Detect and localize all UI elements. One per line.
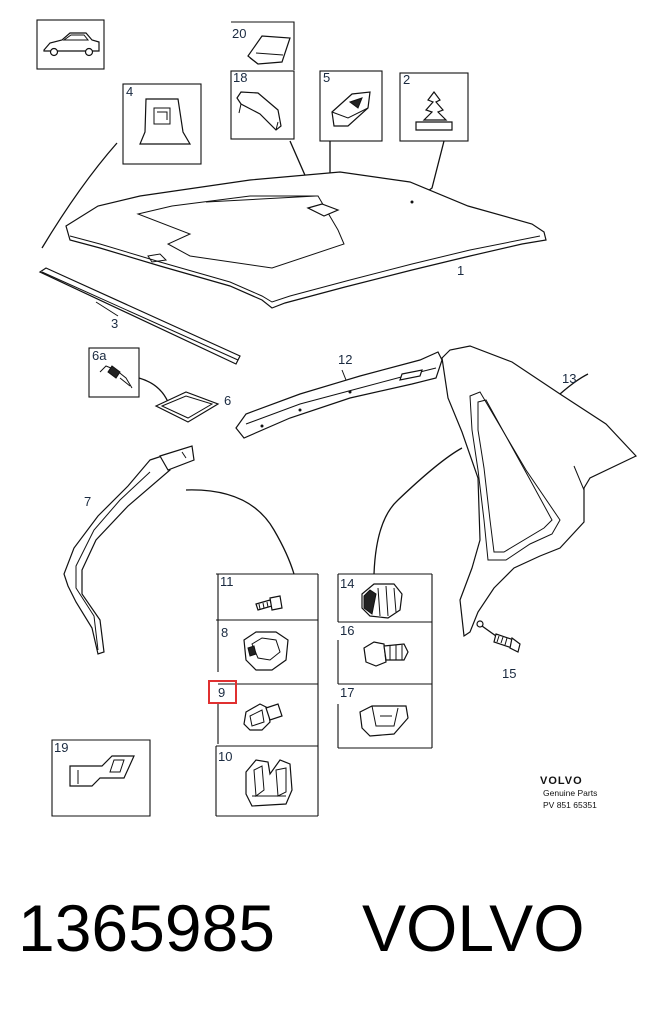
brand-line-2: PV 851 65351 <box>543 800 597 810</box>
brand-name: VOLVO <box>540 775 583 787</box>
callout-9: 9 <box>218 685 225 700</box>
callout-3: 3 <box>111 316 118 331</box>
part-7-pillar: 7 <box>63 445 195 655</box>
part-17-clip: 17 <box>340 685 409 737</box>
fastener-leader-lines <box>185 447 463 575</box>
callout-2: 2 <box>403 72 410 87</box>
callout-19: 19 <box>54 740 68 755</box>
part-15-screw: 15 <box>481 625 521 681</box>
part-4-box: 4 <box>122 83 202 165</box>
callout-18: 18 <box>233 70 247 85</box>
part-19-box: 19 <box>51 739 151 817</box>
make-label: VOLVO <box>362 891 585 965</box>
part-6-lamp: 6 <box>138 377 231 423</box>
part-5-box: 5 <box>319 70 383 142</box>
callout-13: 13 <box>562 371 576 386</box>
part-14-grommet: 14 <box>340 576 403 619</box>
callout-5: 5 <box>323 70 330 85</box>
part-9-clip: 9 <box>208 680 283 731</box>
callout-9-highlight <box>208 680 237 704</box>
callout-7: 7 <box>84 494 91 509</box>
part-12-rail: 12 <box>235 351 443 439</box>
callout-12: 12 <box>338 352 352 367</box>
brand-block: VOLVO Genuine Parts PV 851 65351 <box>540 775 597 810</box>
left-fastener-column: 11 8 9 10 <box>208 573 319 817</box>
part-16-clip: 16 <box>340 623 409 667</box>
part-2-box: 2 <box>399 72 469 142</box>
part-20-box: 20 <box>231 21 295 70</box>
callout-11: 11 <box>220 574 234 589</box>
callout-17: 17 <box>340 685 354 700</box>
part-6a-box: 6a <box>88 347 140 398</box>
callout-4: 4 <box>126 84 133 99</box>
callout-10: 10 <box>218 749 232 764</box>
callout-14: 14 <box>340 576 354 591</box>
callout-1: 1 <box>457 263 464 278</box>
car-thumbnail <box>36 19 105 70</box>
right-fastener-column: 14 16 17 <box>337 573 433 749</box>
part-3-strip: 3 <box>38 267 241 365</box>
part-number: 1365985 <box>18 891 275 965</box>
part-13-pillar: 13 <box>441 345 637 638</box>
part-10-clip: 10 <box>218 749 293 807</box>
callout-6: 6 <box>224 393 231 408</box>
part-18-box: 18 <box>230 70 295 140</box>
part-11-screw: 11 <box>220 574 283 611</box>
callout-6a: 6a <box>92 348 107 363</box>
roof-liner: 1 <box>65 171 547 309</box>
brand-line-1: Genuine Parts <box>543 788 597 798</box>
callout-15: 15 <box>502 666 516 681</box>
part-8-clip: 8 <box>221 625 289 671</box>
parts-diagram: 20 18 5 2 4 <box>36 19 637 817</box>
callout-20: 20 <box>232 26 246 41</box>
callout-8: 8 <box>221 625 228 640</box>
callout-16: 16 <box>340 623 354 638</box>
